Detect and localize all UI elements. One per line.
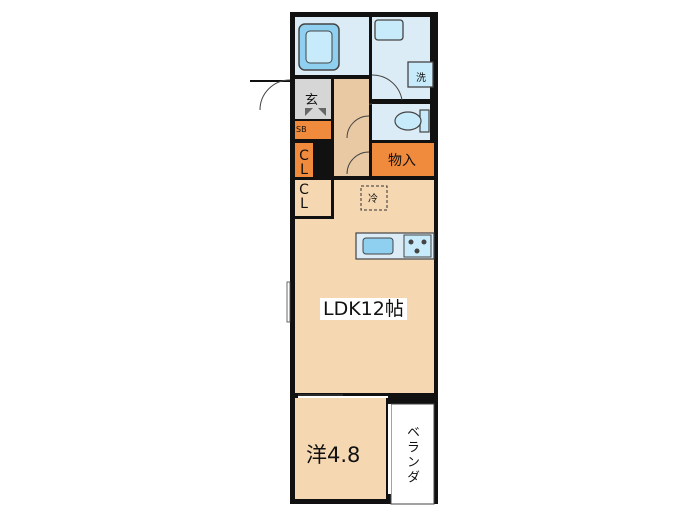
entrance-label: 玄 [305, 93, 319, 108]
storage-label: 物入 [388, 153, 416, 169]
ldk-room [295, 180, 434, 393]
fridge-space [360, 185, 388, 211]
stove-icon [403, 234, 432, 258]
laundry-label: 洗 [416, 73, 426, 84]
washing-machine-icon [407, 61, 434, 88]
fridge-label: 冷 [368, 194, 378, 205]
toilet-icon [394, 109, 430, 133]
western-room-label: 洋4.8 [306, 443, 361, 467]
balcony [390, 403, 435, 505]
washbasin-icon [374, 19, 404, 41]
closet-upper [295, 143, 313, 177]
western-room [295, 398, 386, 499]
storage-room [372, 143, 434, 176]
ldk-label: LDK12帖 [320, 298, 407, 320]
sink-icon [362, 237, 394, 255]
balcony-label: ベランダ [404, 425, 419, 485]
shoe-box-label: SB [296, 125, 307, 134]
shoe-box [295, 121, 331, 139]
